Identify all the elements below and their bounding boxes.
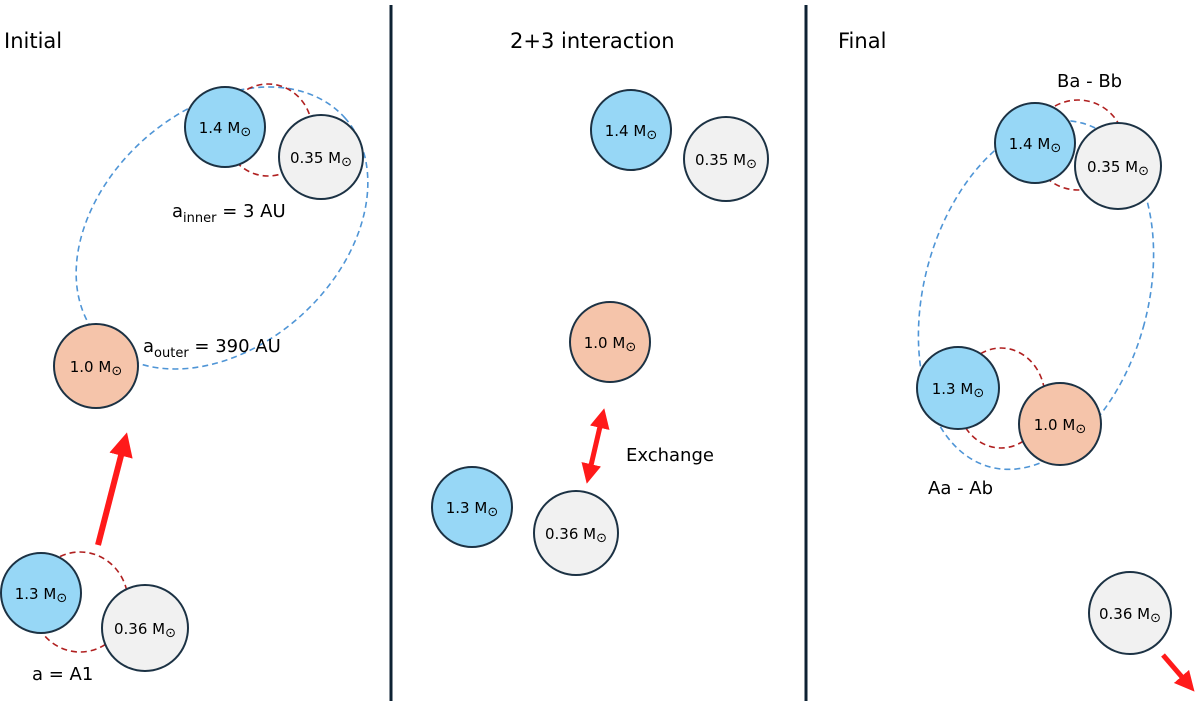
star-0-36-final-label: 0.36 M⊙	[1099, 605, 1161, 626]
star-0-36-initial	[101, 584, 189, 672]
arrow-approach	[95, 432, 133, 546]
star-1-3-initial	[0, 552, 82, 634]
star-1-3-final-label: 1.3 M⊙	[932, 380, 984, 401]
ba-bb-label: Ba - Bb	[1057, 71, 1122, 92]
outer-orbit-final	[917, 119, 1155, 471]
title-final: Final	[838, 29, 886, 53]
outer-orbit-initial	[75, 86, 369, 370]
star-0-36-interaction-label: 0.36 M⊙	[545, 525, 607, 546]
star-1-3-final	[916, 346, 1000, 430]
arrow-ejection	[1161, 653, 1195, 692]
star-1-0-interaction-label: 1.0 M⊙	[584, 334, 636, 355]
star-0-35-initial-label: 0.35 M⊙	[290, 149, 352, 170]
star-0-35-interaction	[683, 116, 769, 202]
star-0-35-final	[1074, 122, 1162, 210]
a-binary-label: a = A1	[32, 664, 93, 685]
star-1-3-interaction-label: 1.3 M⊙	[446, 499, 498, 520]
star-1-0-interaction	[569, 301, 651, 383]
star-1-4-interaction-label: 1.4 M⊙	[605, 122, 657, 143]
star-1-4-final	[994, 102, 1076, 184]
arrow-exchange	[581, 408, 610, 484]
star-1-3-interaction	[431, 466, 513, 548]
star-1-3-initial-label: 1.3 M⊙	[15, 585, 67, 606]
title-interaction: 2+3 interaction	[510, 29, 675, 53]
a-inner-label: ainner = 3 AU	[172, 201, 286, 226]
star-0-36-interaction	[533, 490, 619, 576]
star-1-4-interaction	[590, 89, 672, 171]
a-outer-label: aouter = 390 AU	[143, 336, 281, 361]
title-initial: Initial	[4, 29, 62, 53]
star-0-35-final-label: 0.35 M⊙	[1087, 158, 1149, 179]
star-0-36-final	[1088, 571, 1172, 655]
star-1-0-final	[1018, 382, 1102, 466]
star-1-4-initial	[184, 86, 266, 168]
star-1-0-initial	[53, 323, 139, 409]
star-1-0-final-label: 1.0 M⊙	[1034, 416, 1086, 437]
star-1-0-initial-label: 1.0 M⊙	[70, 358, 122, 379]
star-0-35-interaction-label: 0.35 M⊙	[695, 151, 757, 172]
star-1-4-initial-label: 1.4 M⊙	[199, 119, 251, 140]
exchange-label: Exchange	[626, 445, 714, 466]
aa-ab-label: Aa - Ab	[928, 478, 993, 499]
star-0-35-initial	[278, 114, 364, 200]
star-1-4-final-label: 1.4 M⊙	[1009, 135, 1061, 156]
star-0-36-initial-label: 0.36 M⊙	[114, 620, 176, 641]
